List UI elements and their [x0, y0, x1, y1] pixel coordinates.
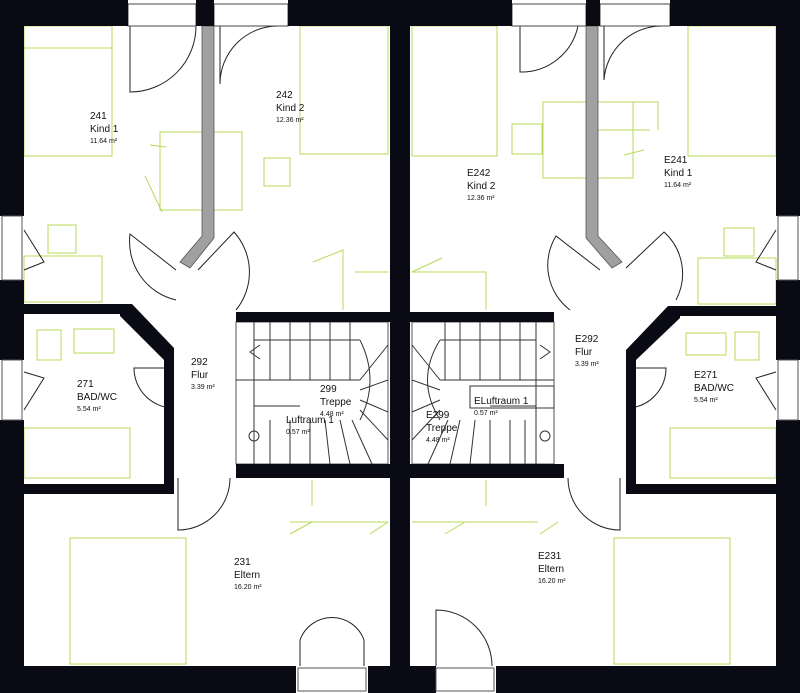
- door-swings: [23, 3, 777, 667]
- double-bed: [69, 537, 187, 665]
- double-bed: [613, 537, 731, 665]
- door-swing: [603, 25, 663, 81]
- door-swing: [567, 477, 621, 531]
- wall-left: [0, 26, 24, 216]
- stair-direction-arrow: [249, 344, 261, 360]
- wall-top: [0, 0, 128, 26]
- door-swing: [755, 371, 777, 411]
- wall-bottom: [0, 666, 296, 693]
- door-swing: [129, 25, 197, 93]
- door-swing: [219, 25, 279, 85]
- bathtub: [669, 427, 777, 479]
- door-swing: [755, 229, 777, 271]
- door-swing: [197, 231, 250, 311]
- door-swing: [519, 25, 579, 73]
- door-swing: [435, 609, 493, 667]
- bed: [687, 25, 777, 157]
- stair-start-marker: [248, 430, 260, 442]
- door-swing: [177, 477, 231, 531]
- stair-direction-arrow: [539, 344, 551, 360]
- windows: [1, 215, 799, 692]
- door-swing: [23, 371, 45, 411]
- bed: [299, 25, 389, 155]
- luftraum-box: [469, 385, 555, 409]
- door-swing: [547, 235, 601, 311]
- door-swing: [129, 233, 177, 301]
- washbasin: [685, 332, 727, 356]
- door-swing: [625, 231, 684, 301]
- bed: [411, 25, 498, 157]
- wall-right: [776, 26, 800, 216]
- stair-treads: [254, 322, 389, 465]
- stair-treads: [411, 322, 536, 465]
- cabinet: [23, 255, 103, 303]
- stairs-left: [235, 321, 389, 465]
- bathtub: [23, 427, 131, 479]
- stair-start-marker: [539, 430, 551, 442]
- door-swing: [299, 616, 365, 666]
- door-swing: [23, 229, 45, 271]
- washbasin: [73, 328, 115, 354]
- desk: [159, 131, 243, 211]
- party-wall: [390, 26, 410, 666]
